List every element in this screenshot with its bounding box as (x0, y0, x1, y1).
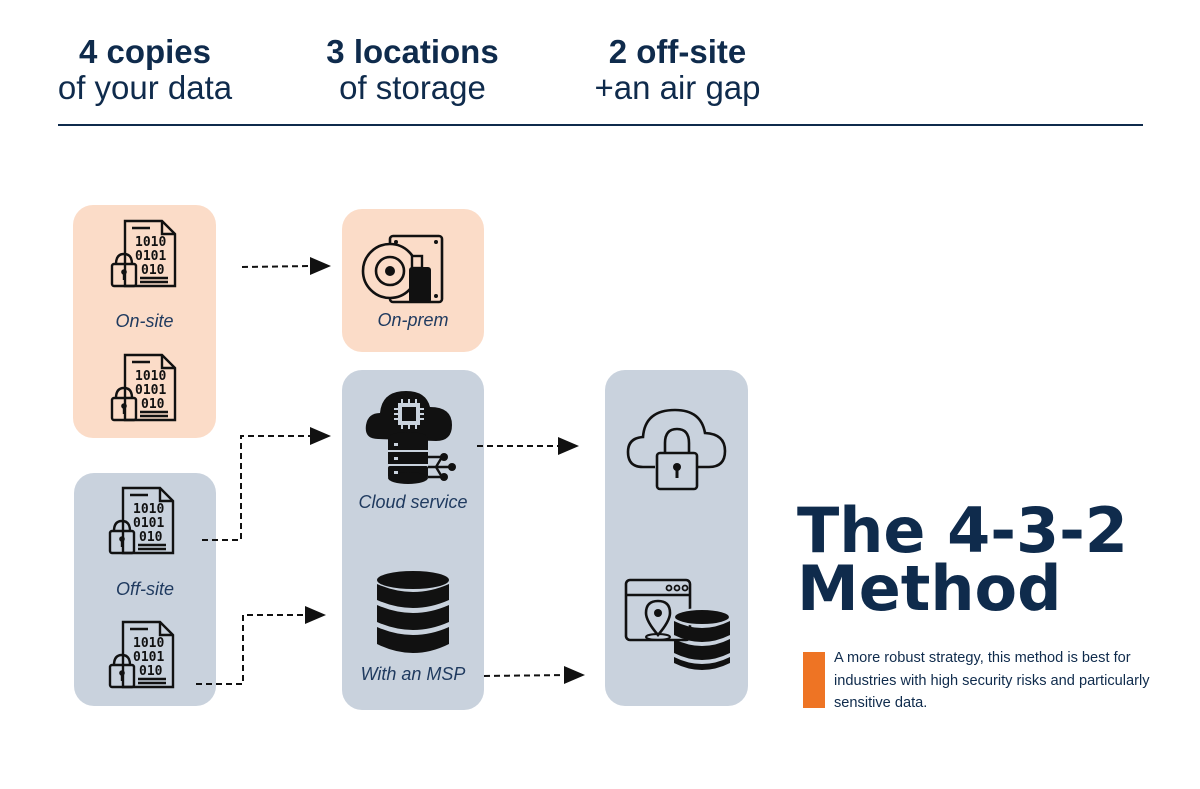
secure-document-icon: 1010 0101 010 (108, 486, 175, 555)
header-offsite-text: +an air gap (594, 69, 761, 106)
database-icon (377, 571, 449, 653)
accent-bar (803, 652, 825, 708)
cloud-lock-icon (626, 408, 727, 491)
doc-row-1: 1010 (135, 235, 166, 250)
onprem-label: On-prem (377, 310, 449, 330)
method-description: A more robust strategy, this method is b… (834, 650, 1150, 711)
header-offsite-bold: 2 off-site (608, 33, 747, 70)
header-locations-bold: 3 locations (326, 33, 499, 70)
doc-row-2: 0101 (133, 516, 164, 531)
arrow-icon (241, 265, 313, 268)
secure-document-icon: 1010 0101 010 (110, 353, 177, 422)
arrow-icon (483, 674, 567, 677)
web-location-database-icon (624, 578, 731, 670)
method-title-line1: The 4-3-2 (797, 494, 1128, 567)
doc-row-2: 0101 (135, 249, 166, 264)
header-locations: 3 locations of storage (305, 34, 520, 106)
cloud-service-label: Cloud service (358, 492, 468, 512)
method-title: The 4-3-2 Method (797, 494, 1128, 625)
arrow-head (564, 666, 585, 684)
secure-document-icon: 1010 0101 010 (110, 219, 177, 288)
onsite-group (73, 205, 216, 438)
onsite-label: On-site (115, 311, 174, 331)
arrow-icon (196, 614, 307, 685)
doc-row-3: 010 (139, 530, 163, 545)
doc-row-1: 1010 (135, 369, 166, 384)
doc-row-1: 1010 (133, 502, 164, 517)
arrow-head (310, 427, 331, 445)
header-locations-text: of storage (339, 69, 486, 106)
doc-row-3: 010 (141, 397, 165, 412)
doc-row-3: 010 (141, 263, 165, 278)
secure-document-icon: 1010 0101 010 (108, 620, 175, 689)
msp-label: With an MSP (360, 664, 466, 684)
arrow-head (305, 606, 326, 624)
arrow-icon (202, 435, 312, 541)
offsite-label: Off-site (115, 579, 174, 599)
arrow-head (310, 257, 331, 275)
method-title-line2: Method (797, 552, 1062, 625)
doc-row-2: 0101 (135, 383, 166, 398)
doc-row-3: 010 (139, 664, 163, 679)
header-copies-bold: 4 copies (78, 33, 212, 70)
header-copies-text: of your data (57, 69, 233, 106)
doc-row-1: 1010 (133, 636, 164, 651)
doc-row-2: 0101 (133, 650, 164, 665)
offsite-group (74, 473, 216, 706)
header-offsite: 2 off-site +an air gap (575, 34, 780, 106)
arrow-head (558, 437, 579, 455)
cloud-server-icon (365, 391, 456, 484)
hard-drive-usb-icon (361, 234, 444, 304)
header-divider (58, 124, 1143, 126)
header-copies: 4 copies of your data (40, 34, 250, 106)
